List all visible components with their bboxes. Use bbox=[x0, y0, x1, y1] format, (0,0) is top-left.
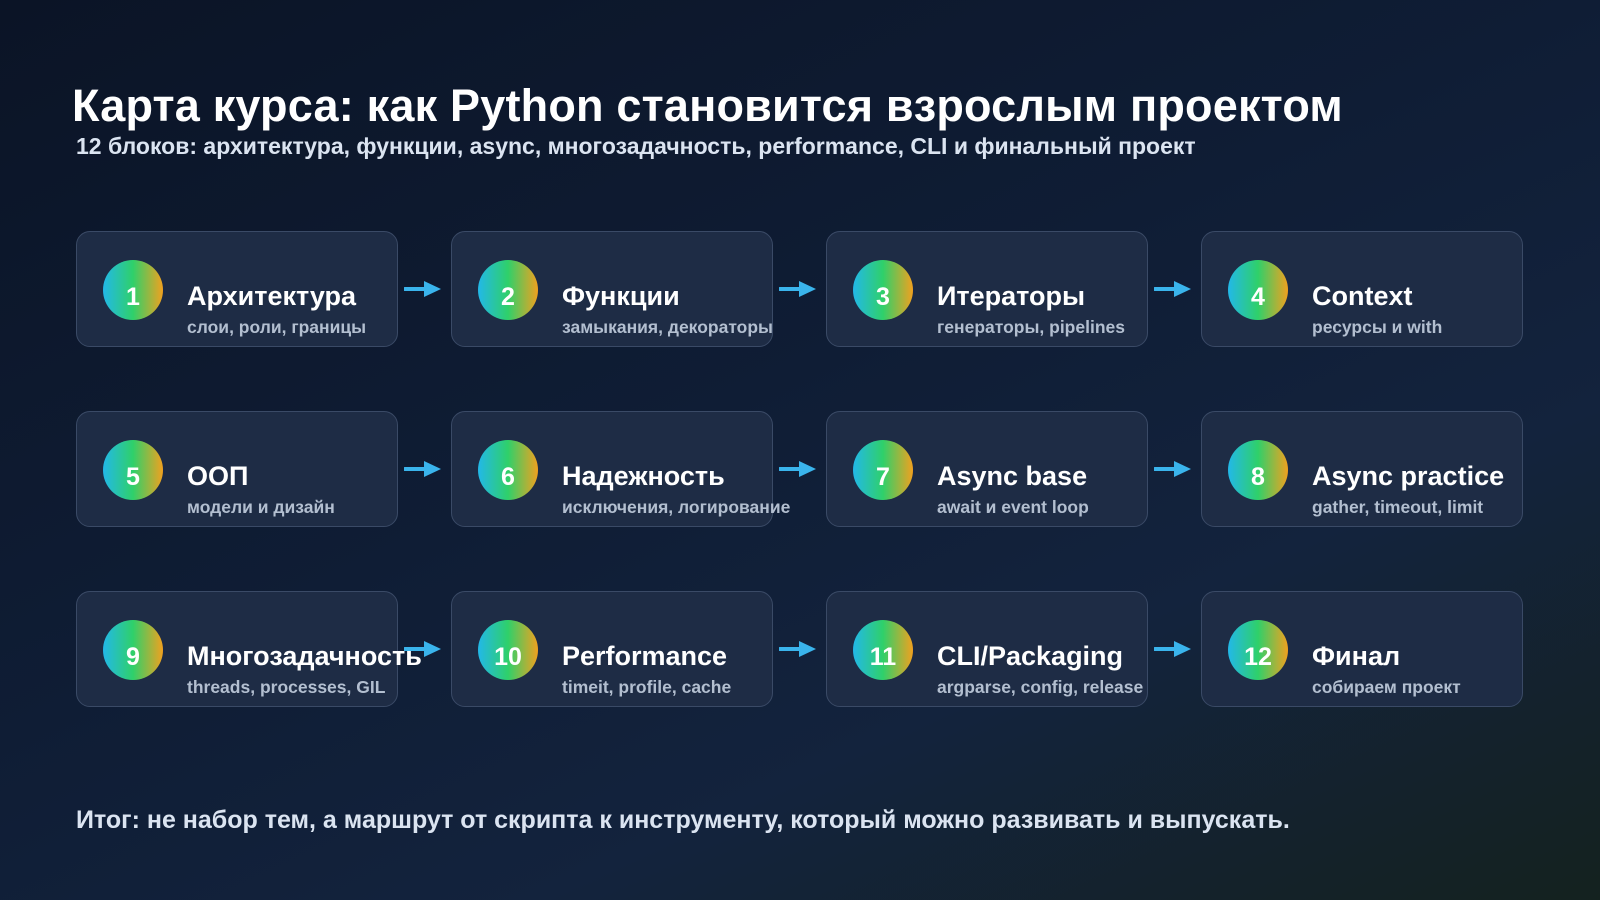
block-number: 6 bbox=[501, 463, 515, 491]
flow-arrow-icon bbox=[404, 461, 441, 477]
block-subtitle: генераторы, pipelines bbox=[937, 317, 1125, 337]
block-subtitle: слои, роли, границы bbox=[187, 317, 367, 337]
block-number: 12 bbox=[1244, 643, 1272, 671]
block-subtitle: исключения, логирование bbox=[562, 497, 791, 517]
block-title: Async practice bbox=[1312, 461, 1505, 491]
block-number: 1 bbox=[126, 283, 140, 311]
course-block-2: 2 Функции замыкания, декораторы bbox=[451, 231, 773, 347]
course-block-4: 4 Context ресурсы и with bbox=[1201, 231, 1523, 347]
course-block-11: 11 CLI/Packaging argparse, config, release bbox=[826, 591, 1148, 707]
flow-arrow-icon bbox=[779, 461, 816, 477]
block-number-badge: 1 bbox=[103, 260, 163, 320]
block-subtitle: await и event loop bbox=[937, 497, 1089, 517]
course-block-10: 10 Performance timeit, profile, cache bbox=[451, 591, 773, 707]
block-number: 9 bbox=[126, 643, 140, 671]
block-number-badge: 12 bbox=[1228, 620, 1288, 680]
block-number: 10 bbox=[494, 643, 522, 671]
block-subtitle: собираем проект bbox=[1312, 677, 1461, 697]
course-block-7: 7 Async base await и event loop bbox=[826, 411, 1148, 527]
block-number-badge: 2 bbox=[478, 260, 538, 320]
block-title: Надежность bbox=[562, 461, 725, 491]
block-number-badge: 7 bbox=[853, 440, 913, 500]
course-block-5: 5 ООП модели и дизайн bbox=[76, 411, 398, 527]
block-subtitle: модели и дизайн bbox=[187, 497, 335, 517]
flow-arrow-icon bbox=[1154, 461, 1191, 477]
block-number: 8 bbox=[1251, 463, 1265, 491]
block-subtitle: threads, processes, GIL bbox=[187, 677, 386, 697]
flow-arrow-icon bbox=[1154, 641, 1191, 657]
block-title: Многозадачность bbox=[187, 641, 422, 671]
block-title: Performance bbox=[562, 641, 728, 671]
block-subtitle: gather, timeout, limit bbox=[1312, 497, 1484, 517]
block-title: Итераторы bbox=[937, 281, 1086, 311]
block-number: 4 bbox=[1251, 283, 1265, 311]
block-title: Context bbox=[1312, 281, 1413, 311]
course-block-6: 6 Надежность исключения, логирование bbox=[451, 411, 790, 527]
flow-arrow-icon bbox=[779, 641, 816, 657]
block-number-badge: 8 bbox=[1228, 440, 1288, 500]
course-block-12: 12 Финал собираем проект bbox=[1201, 591, 1523, 707]
block-number: 2 bbox=[501, 283, 515, 311]
slide-subtitle: 12 блоков: архитектура, функции, async, … bbox=[76, 133, 1196, 159]
block-title: CLI/Packaging bbox=[937, 641, 1124, 671]
block-title: Async base bbox=[937, 461, 1088, 491]
block-title: ООП bbox=[187, 461, 249, 491]
block-title: Архитектура bbox=[187, 281, 357, 311]
course-block-8: 8 Async practice gather, timeout, limit bbox=[1201, 411, 1523, 527]
block-number-badge: 3 bbox=[853, 260, 913, 320]
block-number-badge: 6 bbox=[478, 440, 538, 500]
flow-arrow-icon bbox=[404, 281, 441, 297]
summary-text: Итог: не набор тем, а маршрут от скрипта… bbox=[76, 806, 1290, 834]
block-title: Функции bbox=[562, 281, 680, 311]
block-number: 5 bbox=[126, 463, 140, 491]
block-number-badge: 4 bbox=[1228, 260, 1288, 320]
block-subtitle: timeit, profile, cache bbox=[562, 677, 732, 697]
block-number-badge: 5 bbox=[103, 440, 163, 500]
flow-arrow-icon bbox=[1154, 281, 1191, 297]
block-subtitle: argparse, config, release bbox=[937, 677, 1144, 697]
block-number-badge: 10 bbox=[478, 620, 538, 680]
block-number: 11 bbox=[869, 643, 897, 671]
block-subtitle: замыкания, декораторы bbox=[562, 317, 773, 337]
course-block-1: 1 Архитектура слои, роли, границы bbox=[76, 231, 398, 347]
block-title: Финал bbox=[1312, 641, 1401, 671]
course-block-3: 3 Итераторы генераторы, pipelines bbox=[826, 231, 1148, 347]
flow-arrow-icon bbox=[404, 641, 441, 657]
block-number-badge: 11 bbox=[853, 620, 913, 680]
block-subtitle: ресурсы и with bbox=[1312, 317, 1443, 337]
flow-arrow-icon bbox=[779, 281, 816, 297]
block-number: 7 bbox=[876, 463, 890, 491]
block-number: 3 bbox=[876, 283, 890, 311]
slide-title: Карта курса: как Python становится взрос… bbox=[72, 80, 1343, 131]
block-number-badge: 9 bbox=[103, 620, 163, 680]
course-block-9: 9 Многозадачность threads, processes, GIL bbox=[76, 591, 422, 707]
